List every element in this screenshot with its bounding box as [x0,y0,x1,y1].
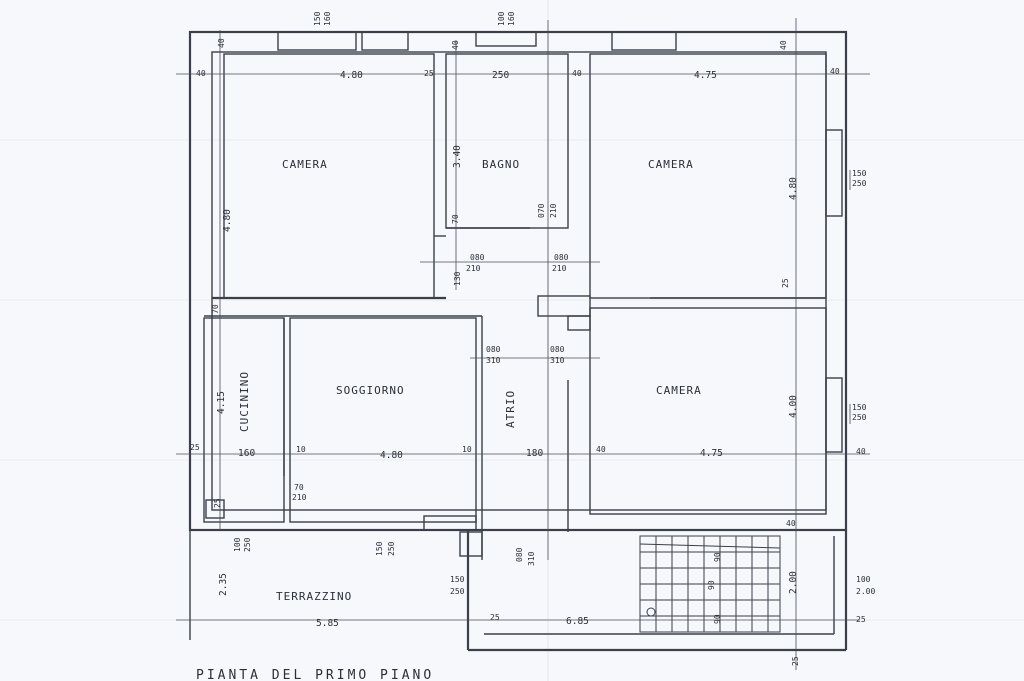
dim-wall-40-a: 40 [217,38,226,48]
dim-height-400: 4.00 [788,395,799,418]
dim-window2-150: 150 [852,403,867,412]
dim-mid-40: 40 [596,445,606,454]
dim-wall-40-lower: 70 [211,304,220,314]
dim-stair-200: 2.00 [788,571,799,594]
dim-mid-10-a: 10 [296,445,306,454]
dim-top-mid-2: 160 [507,11,516,26]
dim-stair-200-b: 2.00 [856,587,875,596]
dim-top-mid-1: 100 [497,11,506,26]
dim-cucinino-25: 25 [213,498,222,508]
dim-height-480-right: 4.80 [788,177,799,200]
dim-bagno-door-210-b: 210 [549,203,558,218]
dim-top-left-1: 150 [313,11,322,26]
dim-door-210-left: 210 [466,264,481,273]
dim-bagno-door-70: 70 [451,214,460,224]
dim-bottom-100: 100 [233,537,242,552]
dim-door-080-left: 080 [470,253,485,262]
dim-bottom-080: 080 [515,547,524,562]
dim-wall-40-e: 40 [779,40,788,50]
dim-window-250: 250 [852,179,867,188]
dim-stair-25-b: 25 [791,656,800,666]
dim-window2-250: 250 [852,413,867,422]
dim-window-150: 150 [852,169,867,178]
dim-wall-40-c: 40 [451,40,460,50]
dim-terrace-585: 5.85 [316,618,339,629]
dim-height-340: 3.40 [452,145,463,168]
room-label-terrazzino: TERRAZZINO [276,590,352,603]
dim-bottom-250-b: 250 [387,541,396,556]
dim-top-left-2: 160 [323,11,332,26]
dim-width-480: 4.80 [340,70,363,81]
dim-terrace-235: 2.35 [218,573,229,596]
dim-wall-40-f: 40 [830,67,840,76]
dim-mid-160: 160 [238,448,255,459]
dim-stair-40: 40 [786,519,796,528]
dim-width-475-top: 4.75 [694,70,717,81]
dim-vertical-130: 130 [453,271,462,286]
room-label-camera-left: CAMERA [282,158,328,171]
room-label-camera-right-bottom: CAMERA [656,384,702,397]
terrace-stair-area [189,530,848,652]
dim-stair-90-c: 90 [713,614,722,624]
dim-door-310-c: 310 [486,356,501,365]
dim-stair-100: 100 [856,575,871,584]
dim-door-70-lower: 70 [294,483,304,492]
outer-walls [188,30,848,532]
room-label-atrio: ATRIO [504,390,517,428]
dim-terrace-685: 6.85 [566,616,589,627]
room-label-soggiorno: SOGGIORNO [336,384,405,397]
dim-stair-90-a: 90 [713,552,722,562]
dim-height-415: 4.15 [216,391,227,414]
dim-stair-25: 25 [856,615,866,624]
dim-mid-25: 25 [190,443,200,452]
dim-bagno-door-70-b: 070 [537,203,546,218]
dim-mid-40-b: 40 [856,447,866,456]
room-label-cucinino: CUCININO [238,371,251,432]
dim-mid-180: 180 [526,448,543,459]
dim-door-080-c: 080 [486,345,501,354]
dim-terrace-150: 150 [450,575,465,584]
drawing-title: PIANTA DEL PRIMO PIANO [196,668,434,681]
dim-bottom-250: 250 [243,537,252,552]
dim-wall-40-b: 40 [196,69,206,78]
room-label-bagno: BAGNO [482,158,520,171]
dim-terrace-25: 25 [490,613,500,622]
dim-bottom-310: 310 [527,551,536,566]
dim-width-25-a: 25 [424,69,434,78]
dim-height-480-left: 4.80 [222,209,233,232]
dim-mid-10-b: 10 [462,445,472,454]
dim-door-080-right: 080 [554,253,569,262]
dim-mid-480: 4.80 [380,450,403,461]
interior-walls [203,53,827,560]
dim-bottom-150: 150 [375,541,384,556]
dimension-lines [176,18,870,670]
dim-width-250: 250 [492,70,509,81]
dim-terrace-250: 250 [450,587,465,596]
dim-door-080-d: 080 [550,345,565,354]
dim-width-25-b: 25 [781,278,790,288]
dim-wall-40-d: 40 [572,69,582,78]
room-label-camera-right-top: CAMERA [648,158,694,171]
dim-door-310-d: 310 [550,356,565,365]
dim-mid-475: 4.75 [700,448,723,459]
dim-door-210-right: 210 [552,264,567,273]
dim-stair-90-b: 90 [707,580,716,590]
dim-door-210-lower: 210 [292,493,307,502]
